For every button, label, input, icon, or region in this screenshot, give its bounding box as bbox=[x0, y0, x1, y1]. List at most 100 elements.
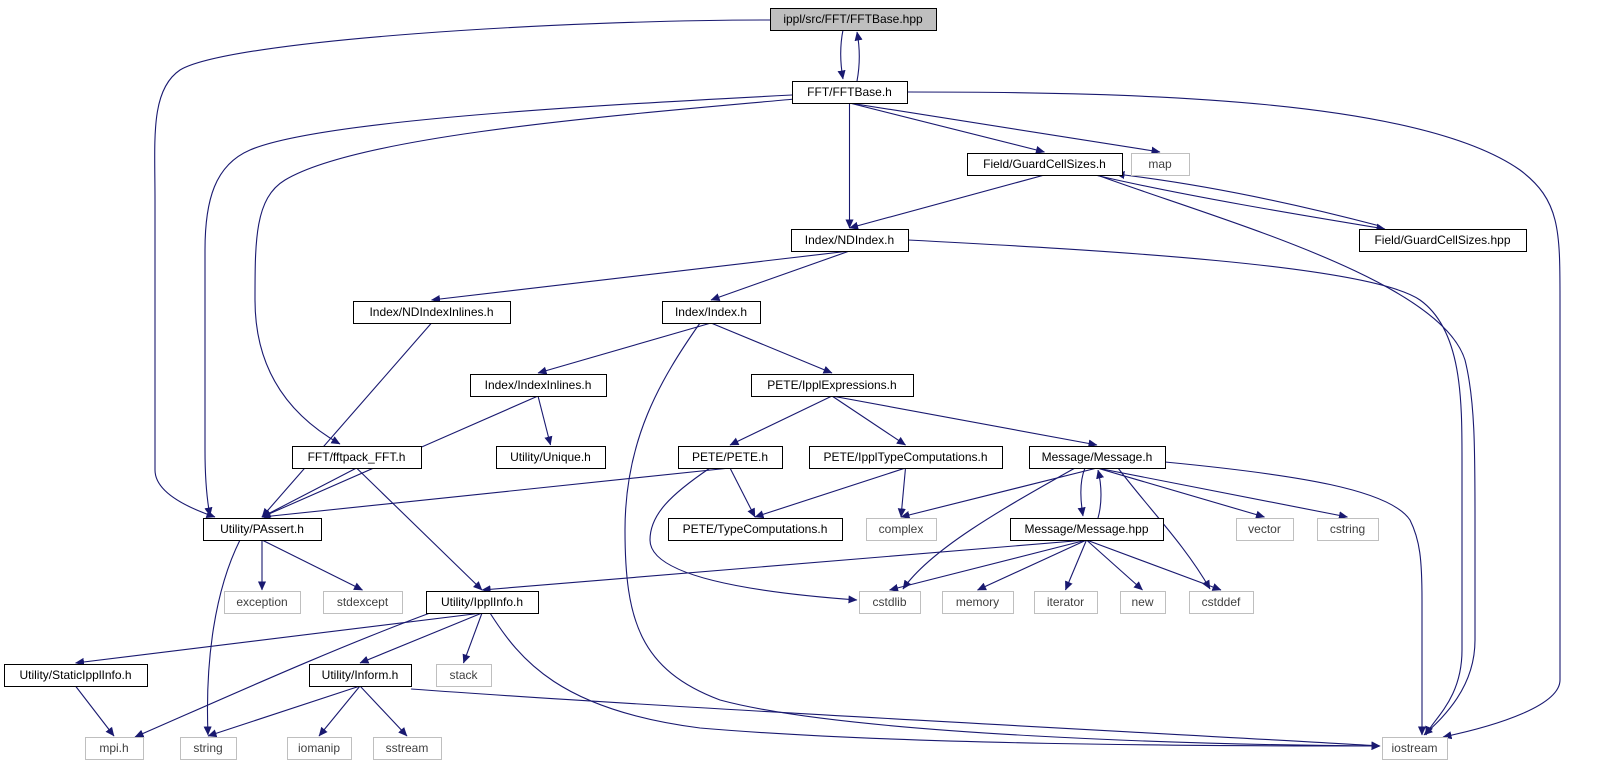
node-box bbox=[1382, 737, 1448, 760]
edge-inform_h-to-iomanip bbox=[318, 685, 361, 737]
edge-pete_expr_h-to-pete_h bbox=[729, 395, 833, 446]
node-label: stack bbox=[449, 668, 478, 682]
edge-ipplinfo_h-to-stack bbox=[462, 612, 483, 664]
node-box bbox=[1189, 591, 1254, 614]
edge-root-to-passert_h bbox=[154, 19, 771, 519]
node-cstring: cstring bbox=[1317, 518, 1379, 541]
node-indexinl-h[interactable]: Index/IndexInlines.h bbox=[470, 374, 607, 397]
node-box bbox=[1120, 591, 1166, 614]
node-box bbox=[85, 737, 144, 760]
edge-message_hpp-to-iterator bbox=[1064, 539, 1088, 591]
node-label: vector bbox=[1248, 522, 1281, 536]
node-guardcell-hpp[interactable]: Field/GuardCellSizes.hpp bbox=[1359, 229, 1527, 252]
edge-ndindexinl_h-to-passert_h bbox=[261, 322, 432, 518]
node-label: Field/GuardCellSizes.h bbox=[983, 157, 1106, 171]
node-label: PETE/IpplTypeComputations.h bbox=[823, 450, 987, 464]
edge-inform_h-to-string bbox=[207, 685, 361, 738]
node-mpi-h: mpi.h bbox=[85, 737, 144, 760]
edge-message_h-to-cstring bbox=[1096, 467, 1348, 520]
node-fftbase-h[interactable]: FFT/FFTBase.h bbox=[792, 81, 908, 104]
node-box bbox=[496, 446, 606, 469]
edge-fftbase_h-to-root bbox=[854, 31, 863, 82]
node-box bbox=[859, 591, 921, 614]
node-label: map bbox=[1148, 157, 1172, 171]
node-label: complex bbox=[879, 522, 924, 536]
node-box bbox=[1359, 229, 1527, 252]
node-ndindex-h[interactable]: Index/NDIndex.h bbox=[791, 229, 909, 252]
node-vector: vector bbox=[1236, 518, 1294, 541]
node-box bbox=[942, 591, 1014, 614]
edge-message_h-to-iostream bbox=[1164, 461, 1427, 736]
edge-ipplinfo_h-to-mpi_h bbox=[134, 612, 431, 738]
edge-message_hpp-to-cstddef bbox=[1086, 539, 1222, 591]
node-iomanip: iomanip bbox=[287, 737, 352, 760]
node-box bbox=[323, 591, 403, 614]
node-ippltypecomp-h[interactable]: PETE/IpplTypeComputations.h bbox=[809, 446, 1003, 469]
edge-ndindex_h-to-iostream bbox=[907, 239, 1463, 736]
edge-guardcell_h-to-guardcell_hpp bbox=[1094, 174, 1386, 232]
node-label: Message/Message.hpp bbox=[1024, 522, 1148, 536]
node-label: Index/NDIndex.h bbox=[805, 233, 894, 247]
node-pete-h[interactable]: PETE/PETE.h bbox=[678, 446, 783, 469]
node-label: cstring bbox=[1330, 522, 1365, 536]
node-message-h[interactable]: Message/Message.h bbox=[1029, 446, 1166, 469]
edge-fftpack_h-to-passert_h bbox=[261, 467, 357, 518]
edge-passert_h-to-stdexcept bbox=[261, 539, 363, 591]
node-unique-h[interactable]: Utility/Unique.h bbox=[496, 446, 606, 469]
node-label: Utility/PAssert.h bbox=[220, 522, 304, 536]
edge-fftbase_h-to-map bbox=[849, 102, 1161, 155]
node-label: Utility/Unique.h bbox=[510, 450, 591, 464]
node-box bbox=[224, 591, 301, 614]
edge-inform_h-to-sstream bbox=[359, 685, 408, 737]
node-cstddef: cstddef bbox=[1189, 591, 1254, 614]
node-guardcell-h[interactable]: Field/GuardCellSizes.h bbox=[967, 153, 1123, 176]
node-box bbox=[866, 518, 937, 541]
node-label: new bbox=[1131, 595, 1153, 609]
edge-fftbase_h-to-guardcell_h bbox=[849, 102, 1045, 154]
edge-guardcell_h-to-ndindex_h bbox=[849, 174, 1045, 230]
node-box bbox=[287, 737, 352, 760]
edge-fftbase_h-to-fftpack_h bbox=[254, 98, 796, 445]
node-box bbox=[792, 81, 908, 104]
node-label: Index/NDIndexInlines.h bbox=[369, 305, 493, 319]
node-stdexcept: stdexcept bbox=[323, 591, 403, 614]
node-message-hpp[interactable]: Message/Message.hpp bbox=[1010, 518, 1164, 541]
node-map: map bbox=[1131, 153, 1190, 176]
node-label: Field/GuardCellSizes.hpp bbox=[1374, 233, 1510, 247]
node-index-h[interactable]: Index/Index.h bbox=[662, 301, 761, 324]
node-root[interactable]: ippl/src/FFT/FFTBase.hpp bbox=[770, 8, 937, 31]
edge-guardcell_h-to-iostream bbox=[1096, 174, 1476, 736]
node-box bbox=[668, 518, 843, 541]
node-box bbox=[791, 229, 909, 252]
node-box bbox=[1034, 591, 1098, 614]
node-label: Utility/StaticIpplInfo.h bbox=[19, 668, 131, 682]
node-inform-h[interactable]: Utility/Inform.h bbox=[309, 664, 412, 687]
node-box bbox=[180, 737, 237, 760]
node-staticippl-h[interactable]: Utility/StaticIpplInfo.h bbox=[4, 664, 148, 687]
node-ndindexinl-h[interactable]: Index/NDIndexInlines.h bbox=[353, 301, 511, 324]
node-ipplinfo-h[interactable]: Utility/IpplInfo.h bbox=[426, 591, 539, 614]
node-box bbox=[373, 737, 442, 760]
node-label: PETE/PETE.h bbox=[692, 450, 768, 464]
node-label: Utility/IpplInfo.h bbox=[441, 595, 523, 609]
node-box bbox=[770, 8, 937, 31]
node-stack: stack bbox=[436, 664, 492, 687]
edge-fftbase_h-to-passert_h bbox=[204, 94, 793, 517]
edge-ipplinfo_h-to-inform_h bbox=[359, 612, 483, 664]
node-label: ippl/src/FFT/FFTBase.hpp bbox=[783, 12, 923, 26]
node-label: mpi.h bbox=[99, 741, 128, 755]
node-label: exception bbox=[236, 595, 287, 609]
node-typecomp-h[interactable]: PETE/TypeComputations.h bbox=[668, 518, 843, 541]
node-fftpack-h[interactable]: FFT/fftpack_FFT.h bbox=[292, 446, 422, 469]
node-box bbox=[1317, 518, 1379, 541]
node-cstdlib: cstdlib bbox=[859, 591, 921, 614]
edge-pete_h-to-passert_h bbox=[261, 467, 731, 521]
edge-ippltypecomp_h-to-complex bbox=[897, 467, 907, 518]
node-passert-h[interactable]: Utility/PAssert.h bbox=[203, 518, 322, 541]
node-pete-expr-h[interactable]: PETE/IpplExpressions.h bbox=[751, 374, 914, 397]
edge-passert_h-to-string bbox=[203, 539, 241, 736]
edge-pete_expr_h-to-ippltypecomp_h bbox=[831, 395, 906, 446]
node-label: stdexcept bbox=[337, 595, 389, 609]
